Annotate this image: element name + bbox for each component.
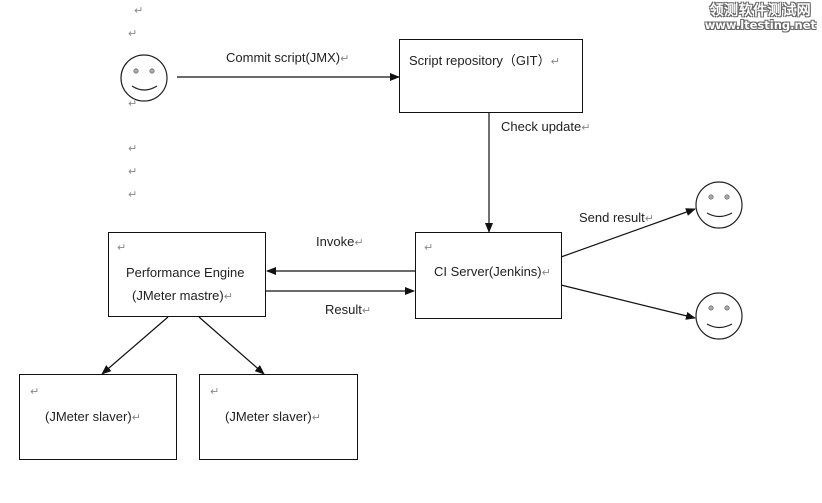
jmeter-slave-2-label: (JMeter slaver) [225,409,312,424]
performance-engine-label-line2: (JMeter mastre) [132,288,224,303]
paragraph-mark: ↵ [117,242,127,254]
paragraph-mark: ↵ [541,267,551,279]
paragraph-mark: ↵ [340,53,350,65]
paragraph-mark: ↵ [361,305,372,317]
watermark-url: www.ltesting.net [704,18,816,33]
paragraph-mark: ↵ [128,98,138,110]
edge-to-slave-1-arrow [101,316,169,375]
edge-send-result-arrow [560,208,696,258]
paragraph-mark: ↵ [30,386,40,398]
jmeter-slave-1-node: ↵ (JMeter slaver)↵ [19,374,177,460]
watermark: 领测软件测试网 www.ltesting.net [704,3,816,33]
script-repository-node: Script repository（GIT）↵ [399,39,583,113]
watermark-title: 领测软件测试网 [709,3,812,19]
paragraph-mark: ↵ [223,291,233,303]
edge-label-send-result: Send result [579,210,645,225]
edge-label-invoke: Invoke [316,234,355,249]
edge-label-check-update: Check update [501,119,582,134]
paragraph-mark: ↵ [644,213,654,225]
paragraph-mark: ↵ [128,28,138,40]
ci-server-label: CI Server(Jenkins) [434,264,542,279]
developer-smiley-icon [120,54,168,102]
jmeter-slave-2-node: ↵ (JMeter slaver)↵ [199,374,358,460]
paragraph-mark: ↵ [581,122,591,134]
recipient-2-smiley-icon [695,292,743,340]
edge-send-result-2-arrow [560,284,696,320]
recipient-1-smiley-icon [695,181,743,229]
paragraph-mark: ↵ [311,412,321,424]
edge-to-slave-2-arrow [198,316,265,375]
paragraph-mark: ↵ [131,412,141,424]
performance-engine-label-line1: Performance Engine [126,265,245,280]
paragraph-mark: ↵ [354,237,364,249]
paragraph-mark: ↵ [128,166,138,178]
paragraph-mark: ↵ [550,56,560,68]
paragraph-mark: ↵ [128,189,138,201]
edge-label-commit: Commit script(JMX) [226,50,341,65]
paragraph-mark: ↵ [134,5,144,17]
performance-engine-node: ↵ Performance Engine (JMeter mastre)↵ [108,232,266,317]
jmeter-slave-1-label: (JMeter slaver) [45,409,132,424]
paragraph-mark: ↵ [210,386,220,398]
paragraph-mark: ↵ [128,143,138,155]
script-repository-label: Script repository（GIT） [409,53,551,68]
edge-label-result: Result [325,302,362,317]
ci-server-node: ↵ CI Server(Jenkins)↵ [415,232,562,319]
paragraph-mark: ↵ [424,242,434,254]
